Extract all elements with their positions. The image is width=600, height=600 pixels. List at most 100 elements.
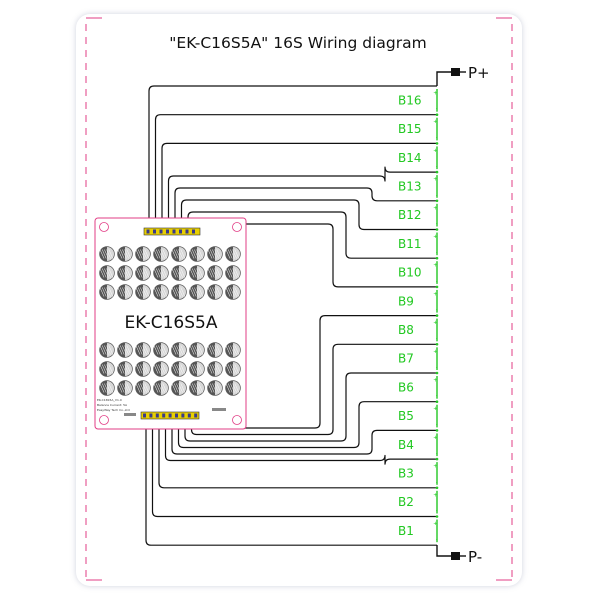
balance-board: EK-C16S5A EK-C16S5A_V1.0 Balance Current… <box>94 217 247 430</box>
capacitor <box>225 265 241 281</box>
cell-plus-mark: + <box>434 262 438 269</box>
connector-pin <box>155 413 159 418</box>
cell-junction <box>435 199 439 203</box>
cell-junction <box>435 170 439 174</box>
board-info-line: EasyWay Tech Co.,Ltd <box>97 408 130 412</box>
connector-pins <box>143 229 198 418</box>
cell-minus-mark: - <box>435 192 439 199</box>
positive-terminal-label: P+ <box>468 64 490 82</box>
connector-pin <box>162 413 166 418</box>
cell-plus-mark: + <box>434 492 438 499</box>
cell-minus-mark: - <box>435 307 439 314</box>
cell-minus-mark: - <box>435 364 439 371</box>
cell-label-b12: B12 <box>398 208 422 222</box>
capacitor <box>171 342 187 358</box>
cell-junction <box>435 429 439 432</box>
cell-minus-mark: - <box>435 106 439 113</box>
connector-pin <box>143 413 146 418</box>
cell-label-b13: B13 <box>398 179 422 193</box>
capacitor-array <box>99 246 241 396</box>
balance-wire-top-11 <box>180 199 437 231</box>
capacitor <box>153 265 169 281</box>
cell-label-b1: B1 <box>398 524 414 538</box>
cell-label-b8: B8 <box>398 323 414 337</box>
cell-minus-mark: - <box>435 163 439 170</box>
balance-wire-top-16 <box>148 85 437 228</box>
cell-junction <box>435 285 439 289</box>
balance-wire-bottom-2 <box>158 419 437 489</box>
cell-label-b14: B14 <box>398 151 422 165</box>
cell-label-b2: B2 <box>398 495 414 509</box>
balance-wire-top-12 <box>174 187 437 228</box>
balance-wire-bottom-1 <box>151 419 437 518</box>
capacitor <box>153 342 169 358</box>
balance-wire-bottom-7 <box>190 343 437 436</box>
cell-plus-mark: + <box>434 205 438 212</box>
cell-junction <box>435 142 439 145</box>
cell-plus-mark: + <box>434 147 438 154</box>
connector-pin <box>181 413 185 418</box>
cell-label-b6: B6 <box>398 380 414 394</box>
cell-label-b15: B15 <box>398 122 422 136</box>
balance-wire-bottom-5 <box>177 401 437 449</box>
cell-minus-mark: - <box>435 278 439 285</box>
connector-pin <box>175 413 178 418</box>
cell-junction <box>435 314 439 317</box>
capacitor <box>99 246 115 262</box>
balance-wire-top-10 <box>187 211 437 259</box>
board-info-line: Balance Current: 5A <box>97 403 128 407</box>
capacitor <box>99 265 115 281</box>
cell-plus-mark: + <box>434 320 438 327</box>
capacitor <box>99 380 115 396</box>
capacitor <box>99 342 115 358</box>
cell-minus-mark: - <box>435 421 439 428</box>
capacitor <box>207 361 223 377</box>
capacitor <box>135 361 151 377</box>
capacitor <box>207 265 223 281</box>
connector-pin <box>159 229 163 234</box>
capacitor <box>189 380 205 396</box>
cell-plus-mark: + <box>434 521 438 528</box>
cell-minus-mark: - <box>435 134 439 141</box>
capacitor <box>225 361 241 377</box>
capacitor <box>171 246 187 262</box>
connector-pin <box>168 413 172 418</box>
capacitor <box>117 246 133 262</box>
capacitor <box>171 265 187 281</box>
balance-wire-top-15 <box>154 114 437 228</box>
cell-minus-mark: - <box>435 335 439 342</box>
cell-minus-mark: - <box>435 450 439 457</box>
capacitor <box>99 284 115 300</box>
capacitor <box>225 380 241 396</box>
capacitor <box>135 342 151 358</box>
capacitor <box>171 361 187 377</box>
capacitor <box>135 284 151 300</box>
capacitor <box>117 265 133 281</box>
cell-label-b5: B5 <box>398 409 414 423</box>
capacitor <box>135 265 151 281</box>
connector-pin <box>153 229 156 234</box>
cell-junction <box>435 486 439 490</box>
connector-pin <box>194 413 198 418</box>
capacitor <box>171 284 187 300</box>
capacitor <box>207 246 223 262</box>
connector-pin <box>187 413 191 418</box>
capacitor <box>99 361 115 377</box>
capacitor <box>225 284 241 300</box>
capacitor <box>189 265 205 281</box>
capacitor <box>153 361 169 377</box>
cell-plus-mark: + <box>434 176 438 183</box>
capacitor <box>207 380 223 396</box>
cell-label-b10: B10 <box>398 266 422 280</box>
cell-label-b9: B9 <box>398 294 414 308</box>
cell-label-b11: B11 <box>398 237 422 251</box>
cell-plus-mark: + <box>434 463 438 470</box>
connector-pin <box>192 229 195 234</box>
cell-junction <box>435 400 439 404</box>
connector-pin <box>172 229 176 234</box>
board-marking <box>212 408 226 411</box>
negative-terminal: P- <box>436 545 482 566</box>
mount-hole <box>99 222 109 232</box>
